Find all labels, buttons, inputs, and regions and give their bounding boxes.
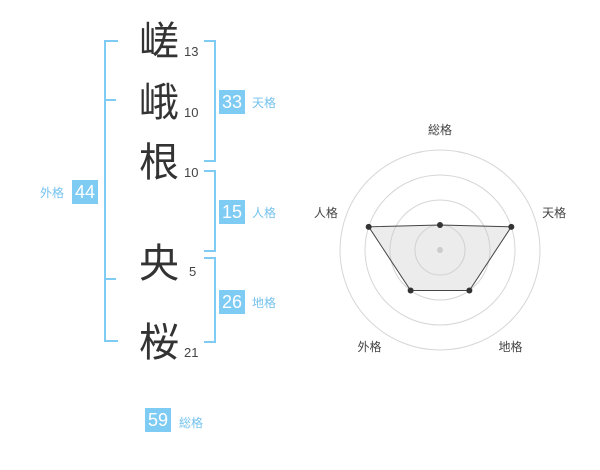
radar-axis-label-4: 外格: [357, 339, 381, 354]
tenkaku-badge: 33: [219, 90, 246, 114]
radar-ring-3: [364, 174, 516, 326]
radar-axis-label-1: 総格: [428, 122, 452, 137]
gaikaku-label: 外格: [40, 186, 65, 200]
chikaku-label: 地格: [252, 296, 277, 310]
radar-ring-2: [389, 199, 491, 301]
stroke-count-2: 10: [184, 105, 199, 120]
name-char-3: 根: [139, 140, 179, 186]
gaikaku-bracket-tick-2: [104, 278, 116, 280]
stroke-count-4: 5: [189, 264, 197, 279]
stroke-count-3: 10: [184, 165, 199, 180]
tenkaku-bracket: [204, 40, 216, 162]
radar-axis-label-5: 人格: [314, 205, 338, 220]
gaikaku-bracket: [104, 40, 118, 342]
jinkaku-label: 人格: [252, 206, 277, 220]
radar-ring-4: [339, 149, 541, 351]
radar-point-1: [437, 222, 443, 228]
radar-axis-label-3: 地格: [499, 339, 523, 354]
radar-point-2: [508, 223, 515, 230]
radar-point-4: [407, 287, 414, 294]
name-char-5: 桜: [139, 320, 179, 366]
jinkaku-bracket: [204, 170, 216, 252]
name-char-2: 峨: [139, 80, 179, 126]
radar-point-5: [365, 223, 372, 230]
radar-axis-label-2: 天格: [542, 205, 566, 220]
radar-series-area: [367, 224, 513, 291]
name-char-4: 央: [139, 241, 179, 287]
stroke-count-5: 21: [184, 345, 199, 360]
gaikaku-bracket-tick-1: [104, 99, 116, 101]
name-char-1: 嵯: [139, 19, 179, 65]
tenkaku-label: 天格: [252, 96, 277, 110]
stroke-count-1: 13: [184, 44, 199, 59]
gaikaku-badge: 44: [72, 180, 99, 204]
radar-center-dot: [437, 247, 443, 253]
chikaku-badge: 26: [219, 290, 246, 314]
soukaku-label: 総格: [179, 416, 204, 430]
radar-point-3: [466, 287, 473, 294]
soukaku-badge: 59: [145, 408, 172, 432]
chikaku-bracket: [204, 257, 216, 343]
jinkaku-badge: 15: [219, 200, 246, 224]
